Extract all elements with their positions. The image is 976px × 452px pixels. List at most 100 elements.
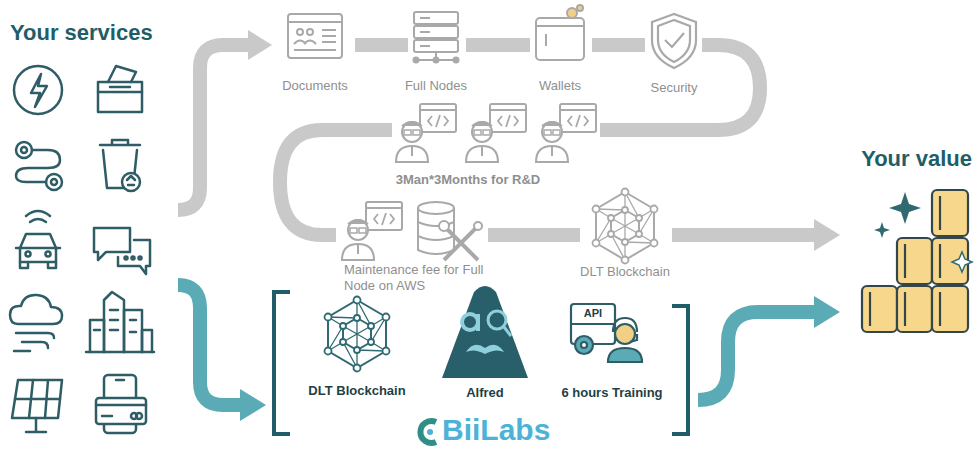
teal-arrowhead (240, 389, 266, 421)
service-icon (26, 418, 46, 432)
service-icon (10, 295, 62, 324)
value-stack (932, 190, 968, 236)
item-label: DLT Blockchain (580, 264, 670, 280)
documents-icon (297, 29, 303, 35)
icon-text: API (584, 307, 602, 320)
alfred-logo (442, 286, 528, 378)
grey-arrowhead (248, 30, 840, 251)
grey-route-band (355, 38, 408, 52)
service-icon (94, 310, 136, 332)
developer-icon (342, 202, 402, 260)
biilabs-logo-mark (420, 421, 436, 443)
training-icon (581, 342, 587, 348)
service-icon (108, 66, 136, 82)
bracket (274, 292, 290, 434)
training-icon (608, 348, 642, 362)
service-icon (20, 262, 56, 268)
service-icon (10, 66, 154, 433)
grey-route-band (672, 228, 816, 242)
value-stack (862, 190, 968, 332)
alfred-logo (488, 311, 506, 329)
effort-label: 3Man*3Months for R&D (396, 172, 540, 188)
service-icon (51, 179, 57, 185)
documents-icon (288, 14, 342, 58)
item-label: Full Nodes (405, 78, 467, 94)
dlt-blockchain-icon (593, 189, 658, 264)
wallet-icon (567, 8, 577, 18)
service-icon (104, 292, 124, 352)
database-tools-icon (418, 202, 454, 214)
alfred-logo (504, 327, 511, 336)
security-icon (665, 33, 684, 47)
grey-route-band (592, 38, 645, 52)
service-icon (26, 211, 50, 222)
service-icon (16, 142, 32, 158)
alfred-logo (462, 314, 478, 330)
training-icon (571, 304, 642, 362)
section-heading: Your services (10, 20, 153, 46)
service-icon (14, 333, 54, 351)
wallet-icon (536, 25, 584, 27)
service-icon (90, 320, 104, 352)
training-icon (571, 323, 615, 325)
service-icon (16, 150, 60, 182)
value-stack (897, 286, 932, 332)
item-label: DLT Blockchain (308, 383, 405, 399)
service-icon (132, 257, 135, 260)
service-icon (86, 351, 154, 354)
service-icon (15, 380, 60, 418)
service-icon (139, 257, 142, 260)
service-icon (26, 252, 31, 257)
documents-icon (294, 41, 316, 45)
service-icon (125, 257, 128, 260)
full-nodes-icon (434, 58, 439, 63)
service-icon (116, 379, 124, 382)
developer-icon (396, 104, 456, 162)
service-icon (96, 405, 146, 416)
service-icon (21, 147, 27, 153)
item-label: 6 hours Training (561, 385, 662, 401)
grey-route-band (178, 45, 816, 235)
sparkle (874, 192, 972, 272)
item-label: Wallets (539, 78, 581, 94)
dlt-blockchain-icon (325, 297, 390, 372)
documents-icon (288, 14, 342, 58)
grey-route-band (466, 38, 530, 52)
service-icon (142, 330, 152, 352)
wallet-icon (536, 5, 584, 60)
full-nodes-icon (454, 58, 459, 63)
service-icon (31, 74, 47, 107)
security-icon (652, 14, 696, 68)
database-tools-icon (418, 202, 482, 260)
service-icon (46, 252, 51, 257)
service-icon (100, 140, 140, 145)
documents-icon (294, 30, 336, 50)
service-icon (14, 66, 62, 114)
teal-arrowhead (814, 296, 840, 328)
brand-logo-text: BiiLabs (442, 412, 550, 448)
developer-icon (342, 104, 596, 260)
training-icon (630, 334, 637, 342)
sparkle (874, 222, 890, 238)
security-icon (652, 14, 696, 68)
service-icon (136, 413, 142, 419)
service-icon (98, 91, 142, 94)
service-icon (94, 228, 130, 260)
item-label: Documents (282, 78, 348, 94)
service-icon (127, 176, 135, 185)
training-icon (575, 336, 593, 354)
developer-icon (466, 104, 526, 162)
grey-arrowhead (814, 219, 840, 251)
developer-icon (536, 104, 596, 162)
training-icon (613, 318, 637, 332)
documents-icon (288, 21, 342, 23)
value-stack (897, 238, 932, 284)
alfred-logo (476, 314, 480, 331)
biilabs-logo-mark (427, 429, 433, 435)
biilabs-logo-mark (420, 421, 436, 443)
grey-route-band (488, 228, 580, 242)
full-nodes-icon (414, 12, 459, 63)
